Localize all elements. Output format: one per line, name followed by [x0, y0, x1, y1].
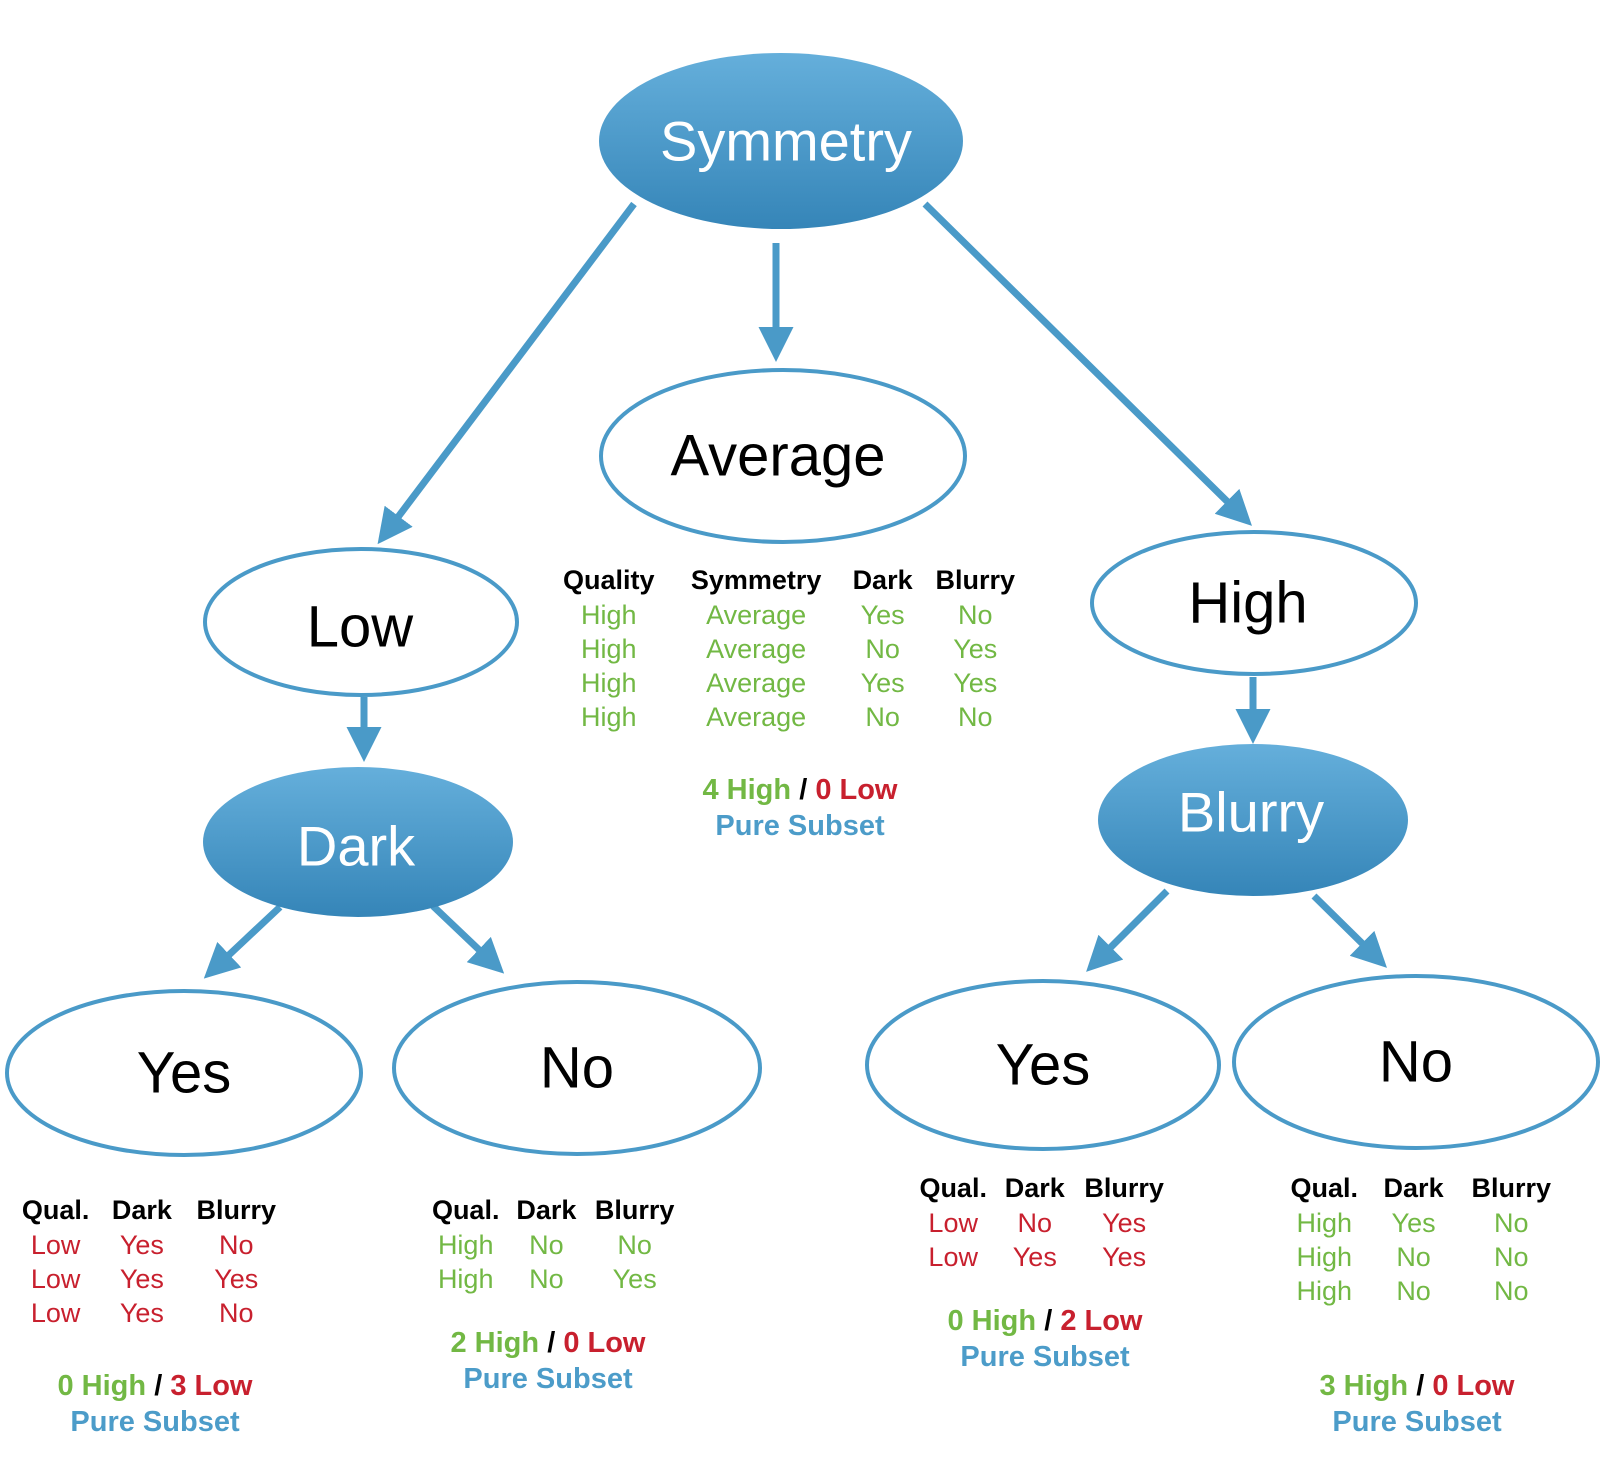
- node-average-shape: [599, 368, 967, 544]
- table-header: Blurry: [594, 1195, 675, 1225]
- table-header: Dark: [1004, 1173, 1065, 1203]
- dark-no-subset-table: Qual. Dark Blurry High No No High No Yes: [423, 1195, 685, 1296]
- separator: /: [799, 774, 808, 806]
- node-dark-label: Dark: [297, 815, 416, 878]
- table-row: High No Yes: [437, 1263, 657, 1294]
- high-count: 0 High: [947, 1305, 1037, 1337]
- node-blurry-yes-label: Yes: [996, 1033, 1091, 1098]
- pure-subset-label: Pure Subset: [960, 1341, 1130, 1373]
- table-row: Low Yes No: [30, 1297, 254, 1328]
- node-dark-no-label: No: [540, 1036, 614, 1101]
- low-count: 0 Low: [815, 774, 898, 806]
- node-high-label: High: [1188, 571, 1307, 636]
- node-symmetry: Symmetry: [599, 53, 963, 229]
- table-row: High Average Yes Yes: [580, 667, 998, 698]
- table-row: Low Yes Yes: [30, 1263, 259, 1294]
- table-row: High No No: [437, 1229, 652, 1260]
- table-header: Qual.: [919, 1173, 987, 1203]
- edge-blurry-no: [1311, 893, 1387, 968]
- pure-subset-label: Pure Subset: [1332, 1406, 1502, 1438]
- average-summary: 4 High / 0 Low Pure Subset: [650, 772, 950, 844]
- table-header: Blurry: [1471, 1173, 1552, 1203]
- edge-blurry-yes: [1086, 888, 1170, 972]
- dark-yes-subset-block: Qual. Dark Blurry Low Yes No Low Yes Yes…: [10, 1195, 290, 1330]
- table-header: Blurry: [196, 1195, 276, 1225]
- node-blurry-label: Blurry: [1178, 781, 1324, 844]
- edge-dark-no: [430, 903, 505, 974]
- table-row: High Average No Yes: [580, 633, 998, 664]
- table-header: Qual.: [1290, 1173, 1359, 1203]
- node-blurry: Blurry: [1098, 744, 1408, 896]
- pure-subset-label: Pure Subset: [463, 1363, 633, 1395]
- low-count: 3 Low: [170, 1370, 253, 1402]
- node-dark-yes-shape: [5, 989, 363, 1157]
- high-count: 0 High: [57, 1370, 147, 1402]
- edge-symmetry-low: [377, 201, 637, 545]
- node-high-shape: [1090, 530, 1418, 676]
- pure-subset-label: Pure Subset: [70, 1406, 240, 1438]
- table-header: Blurry: [1084, 1173, 1164, 1203]
- node-blurry-no-label: No: [1379, 1030, 1453, 1095]
- edge-dark-yes: [203, 904, 283, 979]
- table-header: Dark: [1383, 1173, 1444, 1203]
- low-count: 0 Low: [563, 1327, 646, 1359]
- table-row: High No No: [1296, 1275, 1529, 1306]
- node-blurry-yes-shape: [865, 979, 1221, 1151]
- low-count: 2 Low: [1060, 1305, 1143, 1337]
- table-row: Low No Yes: [928, 1207, 1147, 1238]
- node-blurry-no-shape: [1232, 974, 1600, 1150]
- separator: /: [547, 1327, 556, 1359]
- high-count: 4 High: [702, 774, 792, 806]
- blurry-yes-summary: 0 High / 2 Low Pure Subset: [895, 1303, 1195, 1375]
- dark-yes-subset-table: Qual. Dark Blurry Low Yes No Low Yes Yes…: [10, 1195, 290, 1330]
- node-dark-yes-label: Yes: [137, 1041, 232, 1106]
- blurry-yes-subset-block: Qual. Dark Blurry Low No Yes Low Yes Yes: [910, 1173, 1175, 1274]
- blurry-yes-subset-table: Qual. Dark Blurry Low No Yes Low Yes Yes: [910, 1173, 1175, 1274]
- blurry-no-subset-table: Qual. Dark Blurry High Yes No High No No…: [1277, 1173, 1567, 1308]
- table-header: Dark: [111, 1195, 172, 1225]
- low-count: 0 Low: [1432, 1370, 1515, 1402]
- node-symmetry-label: Symmetry: [660, 110, 912, 173]
- high-count: 3 High: [1319, 1370, 1409, 1402]
- table-row: High Average No No: [580, 701, 993, 732]
- table-header: Qual.: [431, 1195, 500, 1225]
- table-row: High Average Yes No: [580, 599, 993, 630]
- dark-yes-summary: 0 High / 3 Low Pure Subset: [5, 1368, 305, 1440]
- node-dark-no-shape: [392, 980, 762, 1156]
- table-row: Low Yes Yes: [928, 1241, 1147, 1272]
- node-average-label: Average: [671, 424, 886, 489]
- separator: /: [1044, 1305, 1053, 1337]
- separator: /: [154, 1370, 163, 1402]
- blurry-no-summary: 3 High / 0 Low Pure Subset: [1267, 1368, 1567, 1440]
- table-header: Blurry: [935, 565, 1015, 595]
- separator: /: [1416, 1370, 1425, 1402]
- table-header: Qual.: [21, 1195, 90, 1225]
- table-header: Quality: [562, 565, 655, 595]
- dark-no-subset-block: Qual. Dark Blurry High No No High No Yes: [423, 1195, 685, 1296]
- average-subset-block: Quality Symmetry Dark Blurry High Averag…: [548, 565, 1028, 734]
- edge-symmetry-high: [922, 201, 1252, 526]
- table-row: High No No: [1296, 1241, 1529, 1272]
- average-subset-table: Quality Symmetry Dark Blurry High Averag…: [548, 565, 1028, 734]
- table-header: Symmetry: [690, 565, 822, 595]
- dark-no-summary: 2 High / 0 Low Pure Subset: [398, 1325, 698, 1397]
- pure-subset-label: Pure Subset: [715, 810, 885, 842]
- table-header: Dark: [852, 565, 913, 595]
- table-header: Dark: [516, 1195, 577, 1225]
- node-dark: Dark: [203, 767, 513, 917]
- node-low-label: Low: [307, 595, 415, 660]
- high-count: 2 High: [450, 1327, 540, 1359]
- blurry-no-subset-block: Qual. Dark Blurry High Yes No High No No…: [1277, 1173, 1567, 1308]
- table-row: High Yes No: [1296, 1207, 1529, 1238]
- node-low-shape: [203, 547, 519, 697]
- table-row: Low Yes No: [30, 1229, 254, 1260]
